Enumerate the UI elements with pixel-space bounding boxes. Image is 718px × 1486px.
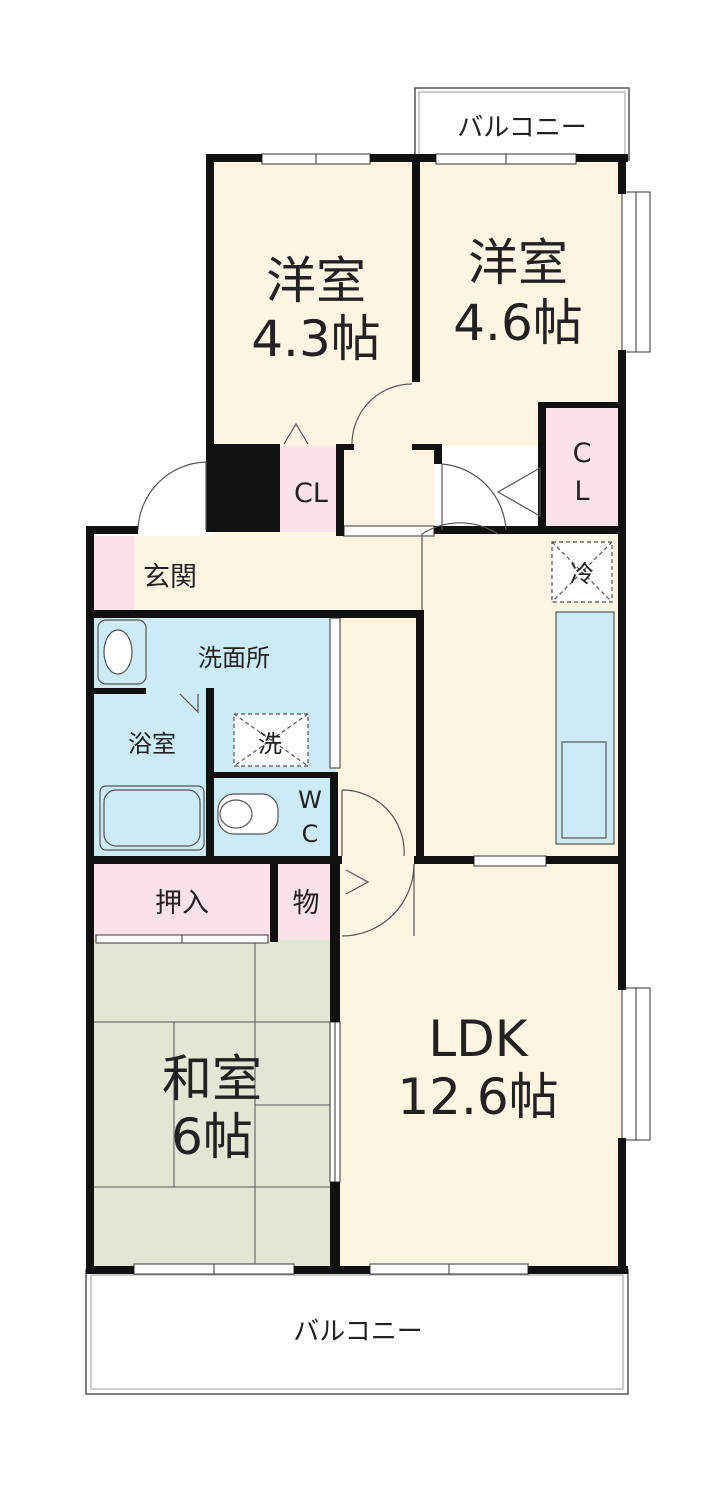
corridor-lower-area bbox=[336, 616, 422, 862]
ldk-size: 12.6帖 bbox=[397, 1068, 558, 1126]
ldk-name: LDK bbox=[428, 1010, 528, 1068]
bathtub-icon bbox=[99, 785, 205, 851]
western-room-2-size: 4.6帖 bbox=[453, 294, 583, 352]
oshiire-area bbox=[94, 862, 274, 940]
closet-1-label: CL bbox=[294, 478, 328, 509]
washroom-label: 洗面所 bbox=[198, 644, 270, 672]
balcony-bottom bbox=[85, 1269, 629, 1395]
closet-1-area bbox=[280, 446, 342, 532]
balcony-top bbox=[414, 87, 630, 161]
western-room-2-name: 洋室 bbox=[468, 234, 568, 292]
corridor-area bbox=[212, 536, 422, 616]
japanese-room-area bbox=[94, 940, 336, 1268]
balcony-bottom-label: バルコニー bbox=[293, 1317, 422, 1347]
fixtures bbox=[97, 541, 615, 851]
bathroom-label: 浴室 bbox=[128, 730, 176, 758]
toilet-label-bottom: C bbox=[302, 820, 319, 848]
oshiire-label: 押入 bbox=[155, 888, 209, 919]
closet-2-area bbox=[546, 406, 622, 530]
balcony-top-label: バルコニー bbox=[457, 113, 586, 143]
mono-area bbox=[274, 862, 336, 940]
closet-2-label-bottom: L bbox=[574, 476, 589, 507]
western-room-1-size: 4.3帖 bbox=[251, 310, 381, 368]
western-room-1-area bbox=[212, 160, 416, 446]
entrance-step bbox=[94, 536, 134, 612]
kitchen-counter bbox=[555, 611, 615, 845]
western-room-2-area bbox=[416, 160, 622, 446]
fridge-label: 冷 bbox=[570, 560, 594, 588]
toilet-label-top: W bbox=[298, 786, 322, 814]
washer-label: 洗 bbox=[258, 730, 282, 758]
walls bbox=[86, 154, 628, 1274]
ldk-area bbox=[336, 862, 622, 1272]
closet-2-label-top: C bbox=[573, 438, 592, 469]
entrance-label: 玄関 bbox=[143, 562, 197, 593]
mono-label: 物 bbox=[293, 888, 320, 919]
japanese-room-size: 6帖 bbox=[171, 1108, 253, 1166]
labels: バルコニー バルコニー 洋室 4.3帖 洋室 4.6帖 CL C L 玄関 冷 … bbox=[128, 113, 594, 1347]
tatami-lines bbox=[94, 940, 336, 1268]
western-room-1-name: 洋室 bbox=[266, 252, 366, 310]
doors bbox=[137, 383, 541, 937]
japanese-room-name: 和室 bbox=[162, 1050, 262, 1108]
